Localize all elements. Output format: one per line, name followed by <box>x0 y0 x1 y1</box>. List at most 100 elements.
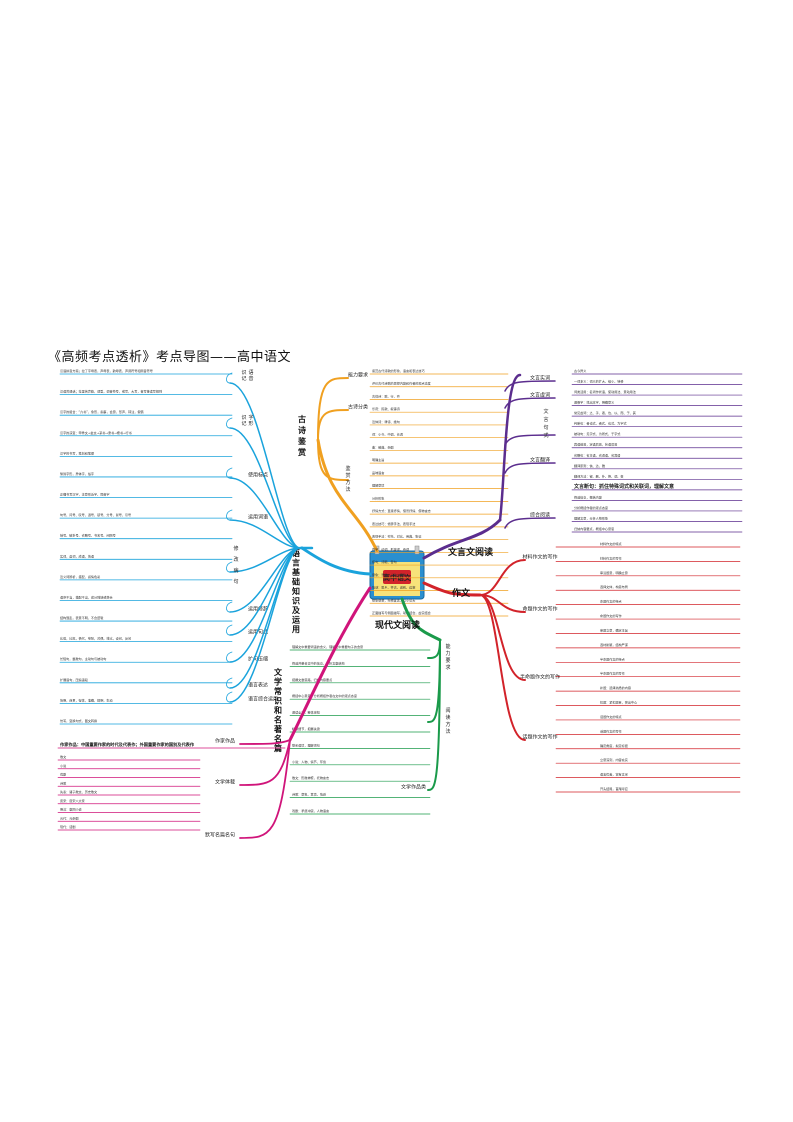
blue-sub-label: 使用标点 <box>248 472 268 479</box>
purple-sub-label: 文言实词 <box>530 375 550 382</box>
green-leaf-text: 散文：形散神聚，托物言志 <box>292 775 329 780</box>
purple-sub-branch <box>504 434 556 446</box>
orange-sub-branch <box>317 439 349 481</box>
pink-branch-label-char: 和 <box>274 705 282 715</box>
red-leaf-text: 开头结尾，首尾呼应 <box>600 786 628 791</box>
blue-leaf-connector <box>226 372 233 384</box>
blue-leaf-text: 正确书写汉字，注意形近字、同音字 <box>60 492 110 497</box>
green-sub-branch <box>427 639 441 659</box>
blue-sub-label-char: 记 <box>241 375 246 382</box>
purple-leaf-text: 分析概括作者的观点态度 <box>574 505 608 510</box>
blue-leaf-text: 繁简字形，异体字，俗字 <box>60 471 94 476</box>
blue-sub-label-char: 改 <box>233 556 238 563</box>
orange-leaf-text: 乐府：民歌、叙事诗 <box>372 406 400 411</box>
blue-leaf-text: 长短句，整散句，主动句与被动句 <box>60 656 106 661</box>
purple-leaf-text: 翻译方法：留、删、补、换、调、变 <box>574 473 624 478</box>
blue-leaf-connector <box>226 467 233 479</box>
blue-leaf-text: 简明，连贯，得体，准确，鲜明，生动 <box>60 697 113 702</box>
pink-branch-label-char: 常 <box>274 686 282 696</box>
green-leaf-text: 筛选并整合文中的信息，分析文章结构 <box>292 660 345 665</box>
pink-branch-label-char: 著 <box>273 724 282 734</box>
green-sub-label: 能力要求 <box>445 643 450 671</box>
pink-branch-label-char: 文 <box>274 667 283 677</box>
pink-leaf-text: 戏剧 <box>60 772 66 777</box>
blue-leaf-text: 括号、破折号、省略号、书名号、间隔号 <box>60 533 116 538</box>
pink-leaf-text: 明清：章回小说 <box>60 807 82 812</box>
orange-branch-label-char: 赏 <box>298 447 306 457</box>
blue-leaf-connector <box>226 601 233 613</box>
orange-leaf-text: 表达技巧：修辞手法、表现手法 <box>372 521 415 526</box>
green-sub-label: 文学作品类 <box>401 784 426 791</box>
green-leaf-text: 小说：人物、情节、环境 <box>292 759 326 764</box>
purple-sub-label-char: 式 <box>543 432 548 439</box>
blue-sub-label-char: 修 <box>233 545 238 552</box>
orange-leaf-text: 意象：景物、人物、事物 <box>372 572 406 577</box>
orange-leaf-text: 词：小令、中调、长调 <box>372 432 403 437</box>
blue-branch-label-char: 言 <box>292 558 300 568</box>
center-node-badge <box>383 570 411 584</box>
purple-leaf-text: 被动句：见字式、为所式、于字式 <box>574 431 620 436</box>
purple-leaf-text: 古今异义 <box>574 368 586 373</box>
red-sub-branch <box>479 594 526 681</box>
red-main-branch <box>422 581 482 597</box>
pink-leaf-text: 先秦：诸子散文、历史散文 <box>60 789 97 794</box>
blue-leaf-text: 仿写，变换句式，图文转换 <box>60 718 97 723</box>
blue-sub-label: 识记 <box>241 369 246 382</box>
green-sub-label-char: 法 <box>445 728 450 735</box>
blue-leaf-text: 实词，虚词，成语，熟语 <box>60 553 94 558</box>
blue-leaf-text: 语序不当，搭配不当，成分残缺或赘余 <box>60 594 113 599</box>
green-branch-label: 现代文阅读 <box>375 619 420 631</box>
orange-main-branch <box>316 438 379 553</box>
green-sub-label-char: 力 <box>445 650 450 657</box>
blue-sub-label: 语言综合运用 <box>248 696 278 703</box>
blue-sub-label-char: 识 <box>241 369 246 376</box>
orange-sub-label-char: 鉴 <box>345 465 350 472</box>
blue-main-branch <box>300 546 372 576</box>
pink-branch-label-char: 识 <box>274 696 282 706</box>
red-leaf-text: 审清题意，明确立意 <box>600 570 628 575</box>
green-leaf-text: 戏剧：矛盾冲突，人物语言 <box>292 808 329 813</box>
green-main-branch <box>400 597 442 642</box>
blue-leaf-connector <box>226 624 233 636</box>
orange-leaf-text: 明确主旨 <box>372 457 384 462</box>
blue-sub-label-char: 病 <box>233 567 238 574</box>
purple-leaf-text: 翻译原则：信、达、雅 <box>574 463 605 468</box>
red-leaf-text: 命题作文的写作 <box>600 613 622 618</box>
purple-leaf-text: 归纳内容要点，概括中心意思 <box>574 526 614 531</box>
blue-leaf-text: 结构混乱，表意不明，不合逻辑 <box>60 615 103 620</box>
blue-leaf-text: 汉语拼音方案；拉丁字母表，声母表，韵母表，声调符号和隔音符号 <box>60 368 153 373</box>
red-leaf-text: 话题作文的写作 <box>600 728 622 733</box>
red-leaf-text: 材料作文的特点 <box>600 541 622 546</box>
purple-main-branch <box>498 373 522 522</box>
red-leaf-text: 审题立意，确定主旨 <box>600 627 628 632</box>
green-sub-label-char: 阅 <box>445 707 450 714</box>
red-leaf-text: 扣题：紧扣题目，突出中心 <box>600 700 637 705</box>
pink-sub-branch <box>239 739 291 839</box>
orange-leaf-text: 古体诗：歌、行、吟 <box>372 393 400 398</box>
purple-sub-label-char: 文 <box>543 408 548 415</box>
blue-leaf-connector <box>226 651 233 663</box>
blue-sub-label: 运用修辞 <box>248 606 268 613</box>
blue-sub-label: 识记 <box>241 414 246 427</box>
orange-leaf-text: 品味语言 <box>372 470 384 475</box>
pink-main-branch <box>288 586 372 742</box>
blue-leaf-connector <box>226 509 233 521</box>
purple-sub-label: 文言虚词 <box>530 392 550 399</box>
orange-leaf-text: 曲：散曲、杂剧 <box>372 444 394 449</box>
blue-branch-label-char: 及 <box>292 606 301 615</box>
blue-sub-branch <box>229 547 301 573</box>
red-leaf-text: 选择文体，构思布局 <box>600 584 628 589</box>
pink-branch-label-char: 名 <box>274 734 282 744</box>
orange-sub-label: 古诗分类 <box>348 404 368 411</box>
orange-sub-branch <box>317 409 349 441</box>
blue-leaf-connector <box>226 561 233 573</box>
orange-leaf-text: 情感：思乡、怀古、送别、边塞 <box>372 585 415 590</box>
orange-sub-label-char: 方 <box>345 479 350 486</box>
orange-sub-label: 能力要求 <box>348 372 368 379</box>
pink-branch-label-char: 名 <box>274 715 282 725</box>
